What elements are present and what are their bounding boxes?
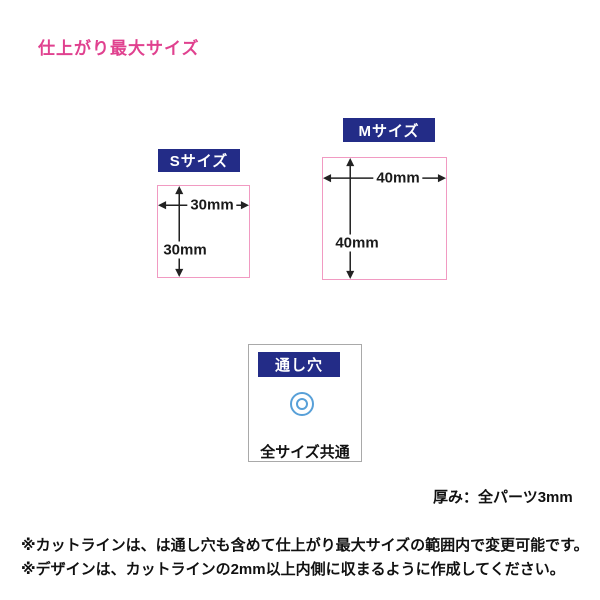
through-hole-badge: 通し穴 <box>258 352 340 377</box>
footer-notes: ※カットラインは、は通し穴も含めて仕上がり最大サイズの範囲内で変更可能です。 ※… <box>21 534 589 582</box>
page-title: 仕上がり最大サイズ <box>38 39 200 58</box>
hole-caption: 全サイズ共通 <box>260 444 350 461</box>
note-design: ※デザインは、カットラインの2mm以上内側に収まるように作成してください。 <box>21 561 565 578</box>
thickness-note: 厚み：全パーツ3mm <box>433 489 573 506</box>
m-height-dimension-label: 40mm <box>332 234 382 252</box>
s-size-badge: Sサイズ <box>158 149 240 172</box>
m-width-dimension-label: 40mm <box>373 169 423 187</box>
note-cutline: ※カットラインは、は通し穴も含めて仕上がり最大サイズの範囲内で変更可能です。 <box>21 537 589 554</box>
s-size-outline: 30mm 30mm <box>157 185 250 278</box>
m-size-badge: Mサイズ <box>343 118 435 142</box>
s-width-dimension-label: 30mm <box>187 196 237 214</box>
s-height-dimension-label: 30mm <box>160 241 210 259</box>
hole-icon <box>290 392 314 416</box>
m-size-outline: 40mm 40mm <box>322 157 447 280</box>
